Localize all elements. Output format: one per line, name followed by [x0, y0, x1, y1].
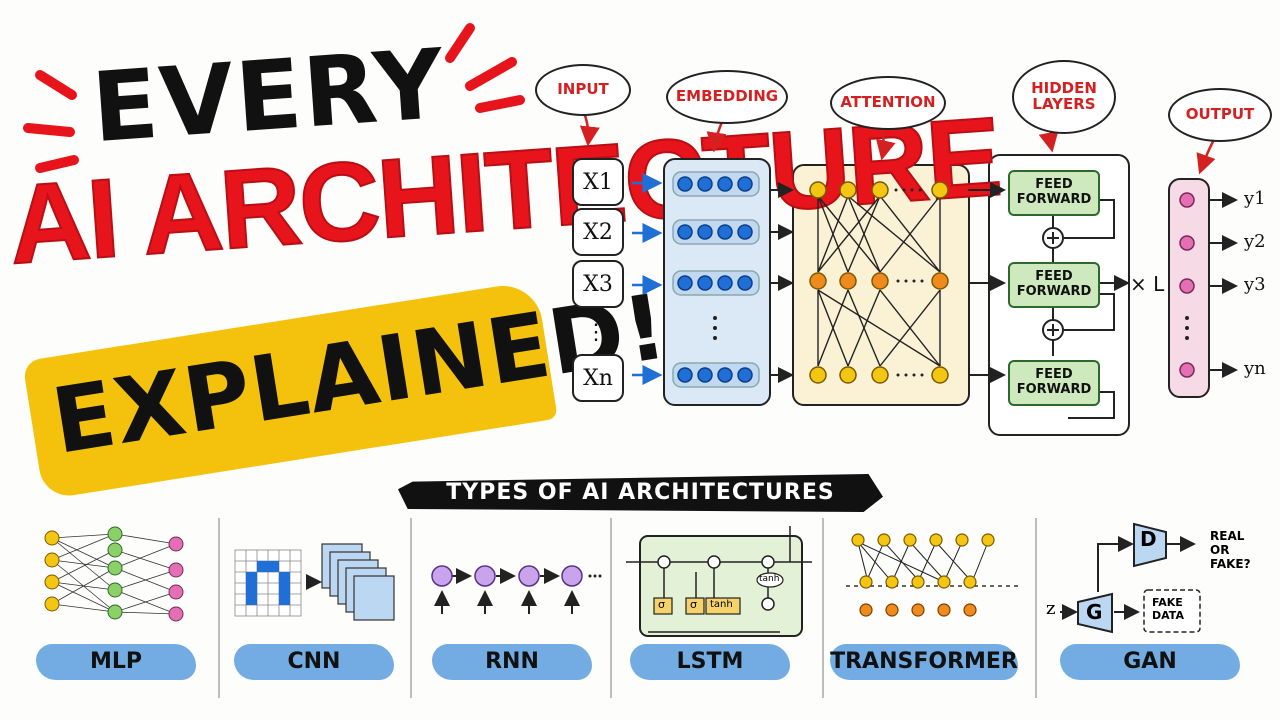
stage-bubble-hidden-layers: HIDDEN LAYERS — [1012, 60, 1116, 134]
arch-label-mlp: MLP — [89, 649, 143, 674]
output-label-n: yn — [1244, 358, 1266, 379]
embedding-arrows — [768, 182, 1238, 383]
gan-real-or-fake-label: REAL OR FAKE? — [1210, 529, 1251, 571]
input-token-ellipsis: ⋮ — [585, 319, 607, 345]
feed-forward-block-2: FEED FORWARD — [1008, 262, 1100, 308]
arch-label-gan: GAN — [1123, 649, 1177, 674]
output-nodes — [1179, 192, 1195, 378]
stage-bubble-input: INPUT — [535, 64, 631, 116]
input-token-3: X3 — [572, 260, 624, 308]
output-label-1: y1 — [1244, 188, 1266, 209]
arch-label-cnn: CNN — [287, 649, 341, 674]
divider — [218, 518, 220, 698]
architecture-icons — [44, 522, 1201, 637]
repeat-count: × L — [1130, 272, 1165, 296]
gan-noise-label: z — [1046, 598, 1056, 619]
input-arrows — [632, 173, 663, 385]
ellipsis-dots — [894, 188, 924, 377]
label-highlight — [1060, 644, 1240, 680]
feed-forward-block-1: FEED FORWARD — [1008, 170, 1100, 216]
arch-label-lstm: LSTM — [676, 649, 744, 674]
divider — [1035, 518, 1037, 698]
types-banner-title: TYPES OF AI ARCHITECTURES — [446, 480, 835, 505]
embedding-vectors — [672, 171, 760, 388]
label-highlight — [432, 644, 592, 680]
lstm-tanh-1: tanh — [710, 599, 733, 610]
divider — [410, 518, 412, 698]
hidden-layer-flow — [1052, 199, 1115, 419]
attention-nodes — [809, 181, 949, 384]
output-label-2: y2 — [1244, 231, 1266, 252]
arch-label-rnn: RNN — [485, 649, 539, 674]
residual-add-icons — [1042, 227, 1064, 341]
label-highlight — [630, 644, 790, 680]
input-token-n: Xn — [572, 354, 624, 402]
label-highlight — [36, 644, 196, 680]
feed-forward-block-3: FEED FORWARD — [1008, 360, 1100, 406]
label-highlight — [830, 644, 1018, 680]
mlp-network-icon — [44, 526, 184, 622]
pipeline-connectors — [579, 107, 1238, 419]
emphasis-dashes — [23, 23, 525, 173]
lstm-cell-icon — [626, 526, 812, 637]
stage-bubble-embedding: EMBEDDING — [666, 70, 788, 124]
transformer-icon — [846, 533, 1020, 617]
rnn-chain-icon — [431, 565, 602, 614]
stage-bubble-output: OUTPUT — [1168, 88, 1272, 142]
gan-generator-label: G — [1086, 600, 1103, 624]
gan-fake-data-label: FAKE DATA — [1152, 596, 1184, 623]
lstm-sigma-1: σ — [658, 598, 665, 611]
label-highlight — [234, 644, 394, 680]
arch-label-transformer: TRANSFORMER — [830, 649, 1018, 674]
input-token-2: X2 — [572, 208, 624, 256]
stage-bubble-attention: ATTENTION — [830, 76, 946, 130]
output-label-3: y3 — [1244, 274, 1266, 295]
lstm-tanh-2: tanh — [759, 574, 780, 584]
cnn-grid-icon — [234, 543, 395, 621]
divider — [610, 518, 612, 698]
lstm-sigma-2: σ — [690, 598, 697, 611]
gan-discriminator-label: D — [1140, 527, 1157, 551]
attention-links — [817, 195, 941, 367]
input-token-1: X1 — [572, 158, 624, 206]
title-decorations — [23, 23, 525, 173]
gan-icon — [1060, 522, 1201, 634]
divider — [822, 518, 824, 698]
